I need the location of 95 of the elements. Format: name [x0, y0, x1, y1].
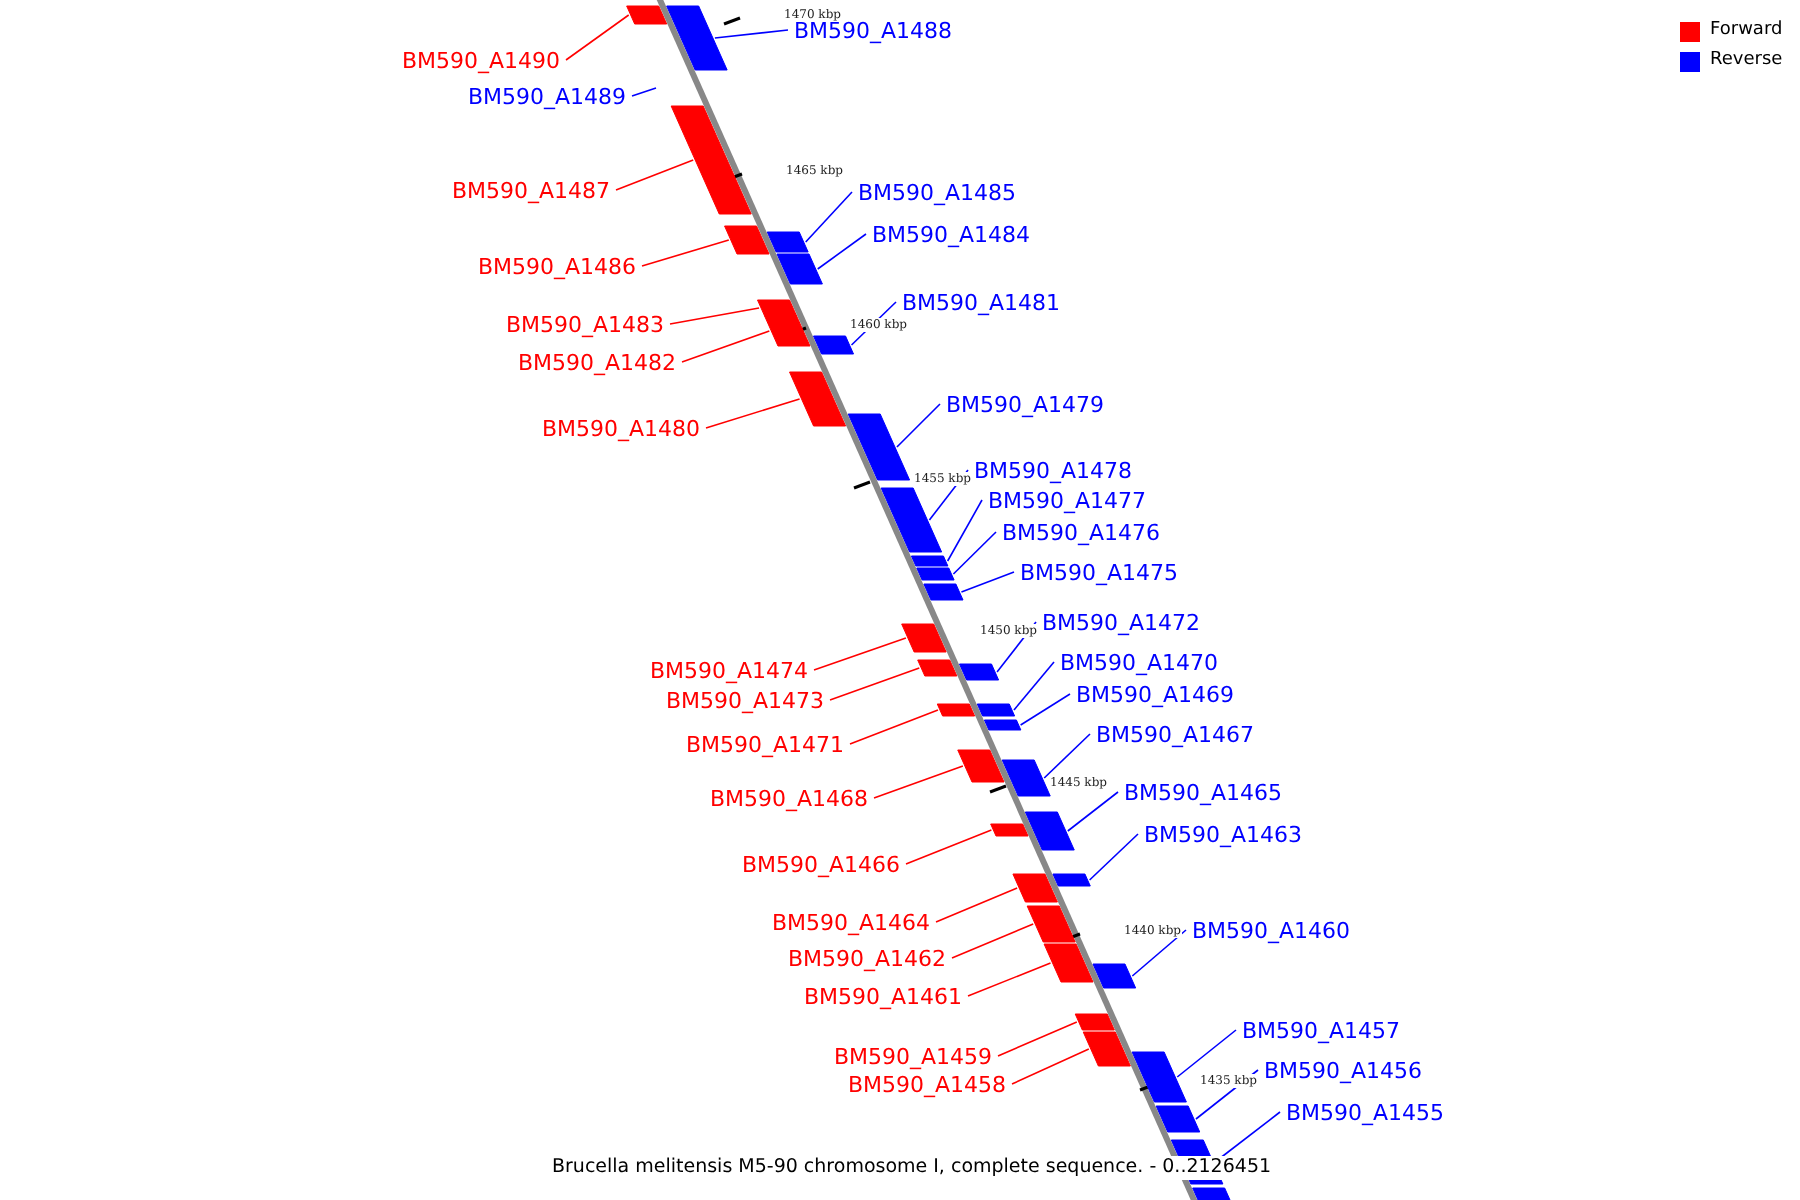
gene-block	[813, 335, 855, 355]
gene-block	[936, 703, 976, 717]
leader-line	[681, 330, 771, 363]
leader-line	[1131, 929, 1187, 977]
leader-line	[1088, 833, 1139, 881]
gene-block	[1001, 759, 1051, 797]
gene-label: BM590_A1478	[974, 458, 1133, 484]
gene-block	[976, 703, 1016, 717]
leader-line	[705, 398, 801, 429]
legend-label: Forward	[1710, 20, 1783, 42]
gene-label: BM590_A1457	[1242, 1018, 1401, 1044]
gene-label: BM590_A1486	[477, 254, 636, 280]
leader-line	[829, 667, 921, 701]
gene-block	[923, 583, 964, 601]
gene-label: BM590_A1458	[847, 1072, 1006, 1098]
gene-block	[901, 623, 947, 653]
gene-block	[1092, 963, 1137, 989]
gene-label: BM590_A1455	[1286, 1100, 1445, 1126]
leader-line	[1176, 1029, 1237, 1078]
gene-label: BM590_A1475	[1020, 560, 1179, 586]
gene-block	[1012, 873, 1058, 903]
gene-label: BM590_A1465	[1124, 780, 1283, 806]
leader-line	[669, 307, 760, 325]
gene-label: BM590_A1477	[988, 488, 1147, 514]
leader-line	[905, 829, 993, 865]
gene-label: BM590_A1470	[1060, 650, 1219, 676]
gene-block	[917, 659, 958, 677]
gene-block	[957, 749, 1005, 783]
gene-label: BM590_A1469	[1076, 682, 1235, 708]
leader-line	[1013, 661, 1055, 711]
gene-label: BM590_A1479	[946, 392, 1105, 418]
gene-label: BM590_A1466	[741, 852, 900, 878]
gene-label: BM590_A1487	[451, 178, 610, 204]
gene-block	[916, 567, 955, 581]
leader-line	[873, 765, 964, 799]
gene-block	[983, 719, 1022, 731]
gene-block	[666, 5, 728, 71]
gene-label: BM590_A1476	[1002, 520, 1161, 546]
gene-block	[1024, 811, 1075, 851]
gene-label: BM590_A1490	[401, 48, 560, 74]
gene-label: BM590_A1468	[709, 786, 868, 812]
leader-line	[1043, 733, 1091, 779]
gene-label: BM590_A1484	[872, 222, 1031, 248]
gene-block	[776, 253, 823, 285]
gene-label: BM590_A1464	[771, 910, 930, 936]
gene-label: BM590_A1482	[517, 350, 676, 376]
gene-label: BM590_A1473	[665, 688, 824, 714]
legend-label: Reverse	[1710, 50, 1783, 72]
leader-line	[714, 29, 789, 39]
gene-block	[724, 225, 770, 255]
leader-line	[641, 239, 730, 267]
gene-block	[789, 371, 847, 427]
leader-line	[952, 531, 997, 575]
gene-block	[1026, 905, 1076, 943]
gene-block	[766, 231, 809, 253]
gene-block	[1155, 1105, 1201, 1133]
gene-label: BM590_A1463	[1144, 822, 1303, 848]
gene-label: BM590_A1467	[1096, 722, 1255, 748]
leader-line	[1019, 693, 1071, 726]
leader-line	[946, 499, 983, 562]
gene-block	[990, 823, 1029, 837]
gene-label: BM590_A1471	[685, 732, 844, 758]
gene-label: BM590_A1480	[541, 416, 700, 442]
leader-line	[960, 571, 1015, 593]
leader-line	[935, 887, 1018, 923]
leader-line	[1067, 791, 1119, 832]
leader-line	[631, 87, 657, 97]
gene-label: BM590_A1483	[505, 312, 664, 338]
leader-line	[804, 191, 853, 243]
leader-line	[951, 923, 1034, 959]
gene-label: BM590_A1459	[833, 1044, 992, 1070]
gene-block	[1043, 943, 1094, 983]
gene-label: BM590_A1462	[787, 946, 946, 972]
leader-line	[1011, 1048, 1090, 1085]
leader-line	[816, 233, 867, 270]
leader-line	[615, 159, 694, 191]
gene-block	[626, 5, 668, 25]
leader-line	[813, 637, 907, 671]
leader-line	[896, 403, 941, 448]
gene-label: BM590_A1474	[649, 658, 808, 684]
gene-block	[847, 413, 911, 481]
gene-label: BM590_A1460	[1192, 918, 1351, 944]
leader-line	[997, 1021, 1078, 1057]
gene-label: BM590_A1472	[1042, 610, 1201, 636]
gene-label: BM590_A1485	[858, 180, 1017, 206]
gene-label: BM590_A1488	[794, 18, 953, 44]
leader-line	[967, 962, 1052, 997]
gene-label: BM590_A1489	[467, 84, 626, 110]
gene-label: BM590_A1461	[803, 984, 962, 1010]
leader-line	[849, 709, 939, 745]
gene-label: BM590_A1456	[1264, 1058, 1423, 1084]
gene-label: BM590_A1481	[902, 290, 1061, 316]
gene-block	[670, 105, 752, 215]
leader-line	[565, 14, 630, 61]
gene-block	[1052, 873, 1091, 887]
